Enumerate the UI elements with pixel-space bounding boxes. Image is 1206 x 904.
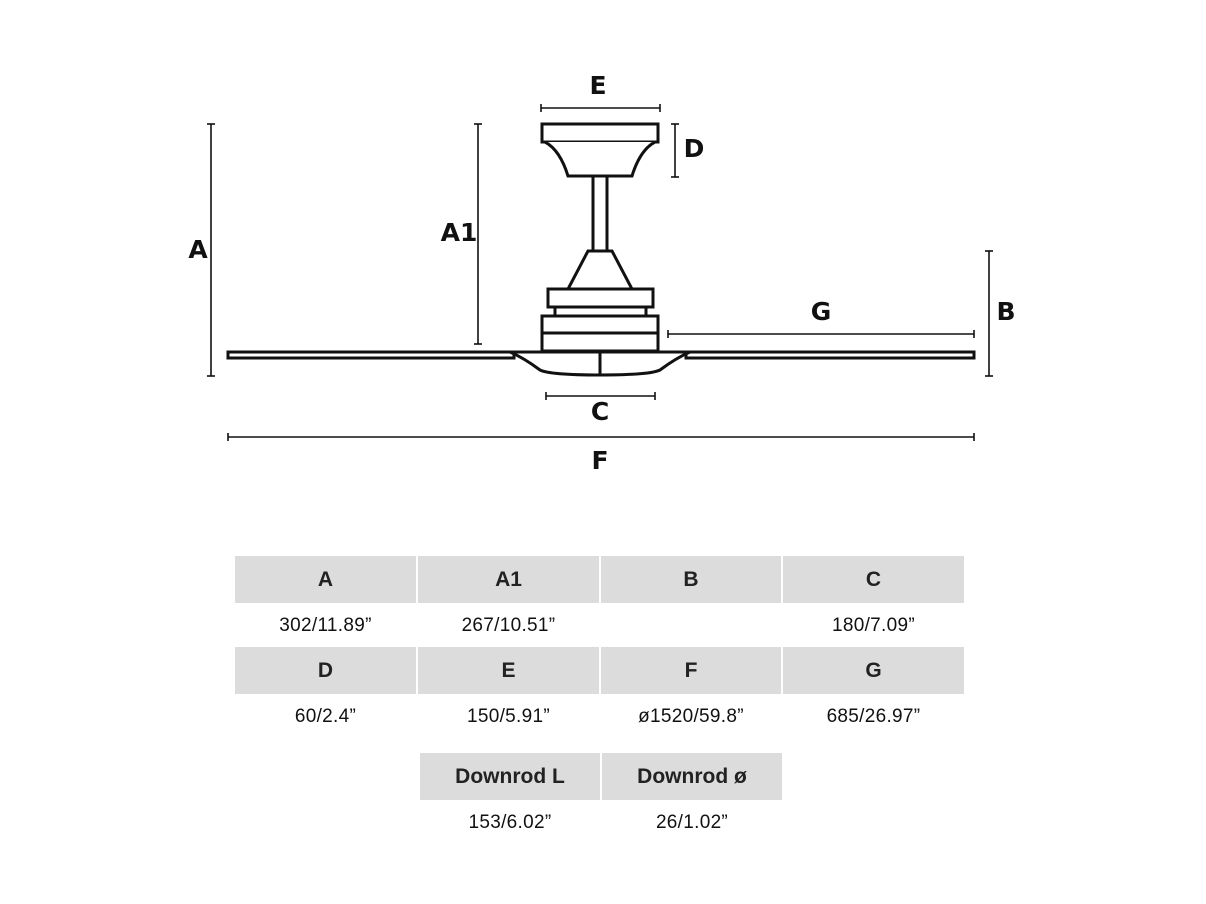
dimension-line-f <box>227 433 975 441</box>
dimension-line-b <box>985 250 993 377</box>
header-downrod-diameter: Downrod ø <box>602 753 782 800</box>
downrod <box>591 174 609 253</box>
label-b: B <box>996 297 1015 326</box>
dimension-line-d <box>671 123 679 178</box>
value-a1: 267/10.51” <box>461 615 556 636</box>
fan-blade-right <box>684 350 976 360</box>
header-a: A <box>235 556 416 603</box>
dimension-line-g <box>667 330 975 338</box>
label-d: D <box>684 134 705 163</box>
label-f: F <box>591 446 608 475</box>
label-g: G <box>811 297 832 326</box>
fan-blade-left <box>226 350 516 360</box>
motor-cover <box>565 249 635 291</box>
label-e: E <box>589 71 606 100</box>
dimension-line-c <box>545 392 656 400</box>
value-d: 60/2.4” <box>294 706 357 727</box>
value-f: ø1520/59.8” <box>638 706 744 727</box>
header-downrod-length: Downrod L <box>420 753 600 800</box>
header-b: B <box>601 556 781 603</box>
dimension-line-a1 <box>474 123 482 345</box>
header-d: D <box>235 647 416 694</box>
value-b <box>601 605 781 647</box>
value-a: 302/11.89” <box>279 615 372 636</box>
ceiling-canopy-plate <box>540 122 660 144</box>
label-a: A <box>188 235 208 264</box>
value-downrod-length: 153/6.02” <box>468 812 552 833</box>
header-e: E <box>418 647 599 694</box>
fan-drawing <box>226 122 976 377</box>
value-downrod-diameter: 26/1.02” <box>655 812 729 833</box>
ceiling-fan-dimension-diagram: A A1 E D B G C F <box>188 71 1015 475</box>
value-c: 180/7.09” <box>832 615 915 636</box>
value-g: 685/26.97” <box>826 706 921 727</box>
label-c: C <box>591 397 609 426</box>
header-g: G <box>783 647 964 694</box>
value-e: 150/5.91” <box>467 706 550 727</box>
header-a1: A1 <box>418 556 599 603</box>
motor-band-top <box>546 287 655 309</box>
dimension-line-a <box>207 123 215 377</box>
header-c: C <box>783 556 964 603</box>
ceiling-canopy <box>544 140 656 178</box>
dimension-line-e <box>540 104 661 112</box>
header-f: F <box>601 647 781 694</box>
label-a1: A1 <box>441 218 478 247</box>
